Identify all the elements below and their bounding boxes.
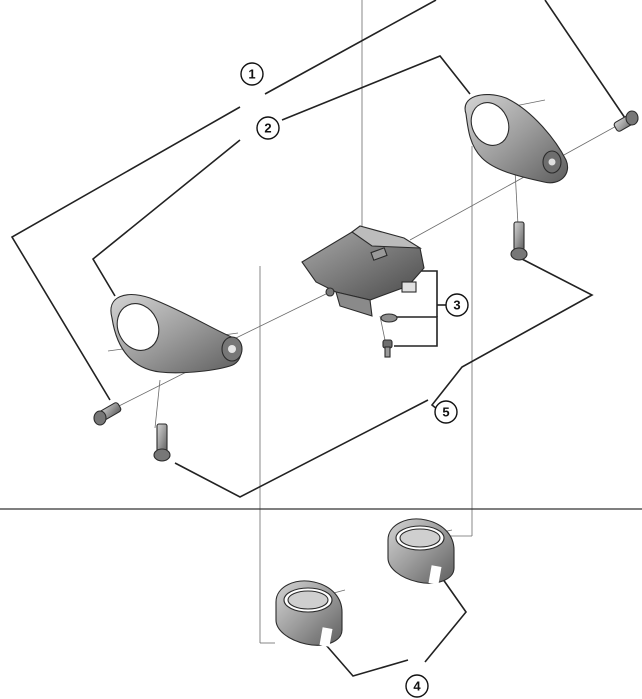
leader-lines	[10, 0, 626, 677]
right-horizontal-bolt	[613, 110, 639, 132]
right-vertical-bolt	[510, 221, 528, 261]
left-clamp-band	[110, 294, 243, 374]
washer-and-screw	[380, 313, 398, 358]
callout-2-label: 2	[264, 121, 271, 136]
center-mount-bracket	[301, 225, 425, 317]
callout-3-label: 3	[453, 298, 460, 313]
left-shim-ring	[275, 580, 343, 647]
callout-1: 1	[240, 62, 264, 86]
left-horizontal-bolt	[93, 402, 122, 426]
left-vertical-bolt	[153, 423, 171, 462]
right-shim-ring	[387, 518, 455, 585]
callout-5: 5	[434, 400, 458, 424]
right-clamp-band	[464, 94, 568, 184]
callout-4: 4	[405, 674, 429, 698]
callout-4-label: 4	[413, 679, 421, 694]
callout-2: 2	[256, 116, 280, 140]
callout-3: 3	[445, 293, 469, 317]
callout-5-label: 5	[442, 405, 449, 420]
callout-1-label: 1	[248, 67, 255, 82]
